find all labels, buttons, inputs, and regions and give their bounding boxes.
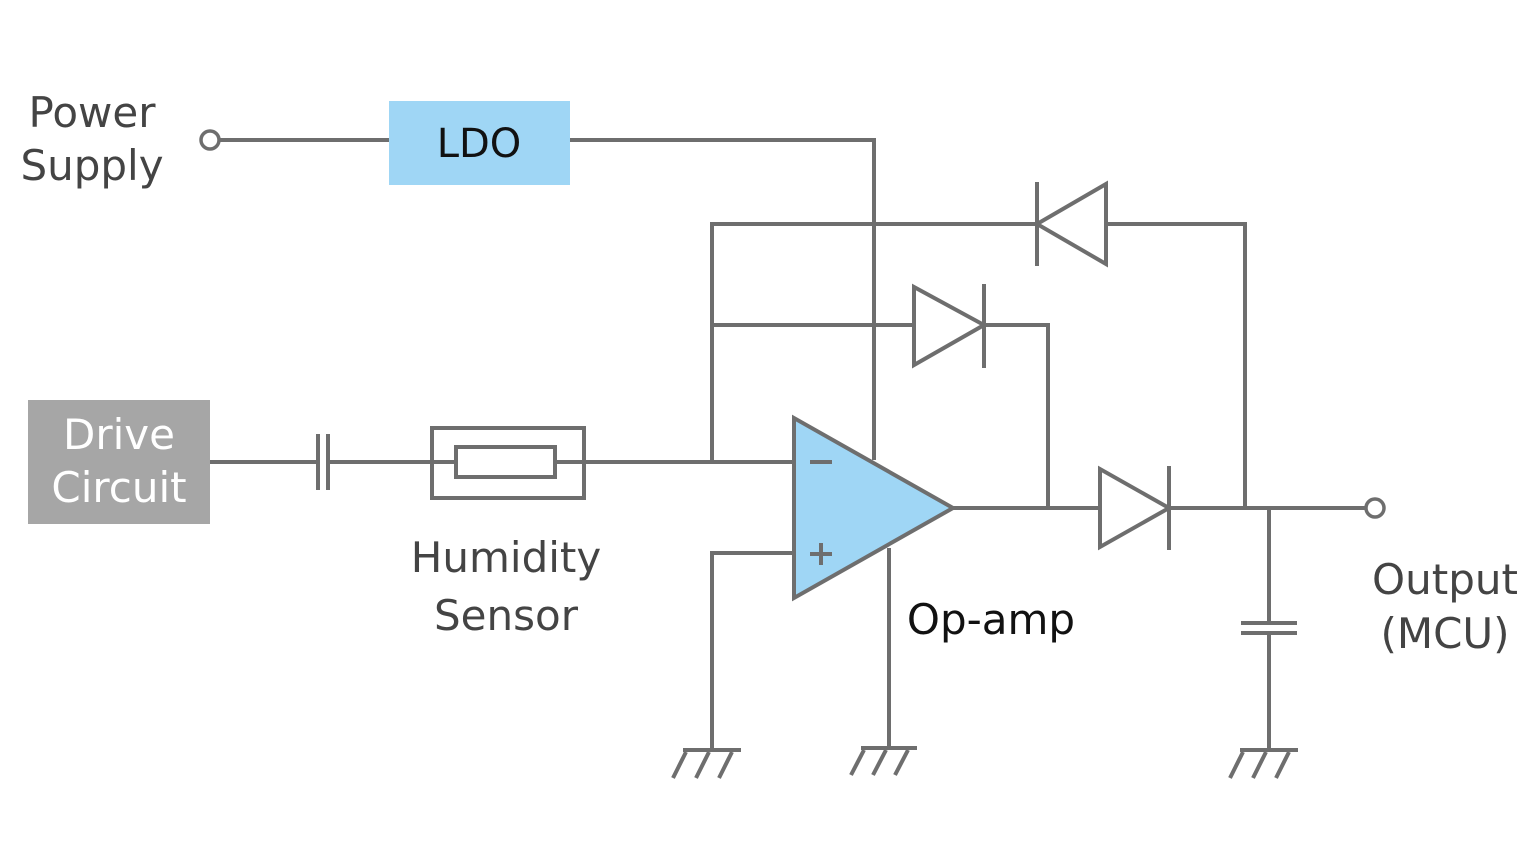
wire-feedback-middle-right (984, 323, 1050, 508)
wire-feedback-top-right (1106, 222, 1247, 508)
diode-middle-feedback (912, 283, 989, 369)
ldo-label: LDO (437, 121, 522, 167)
power-supply-label-line1: Power (29, 88, 157, 137)
ground-icon-3 (1228, 748, 1298, 779)
output-label-line2: (MCU) (1380, 609, 1509, 658)
output-terminal (1364, 497, 1386, 519)
drive-circuit-label-line2: Circuit (51, 463, 186, 512)
drive-circuit-label-line1: Drive (63, 410, 175, 459)
op-amp-symbol (792, 414, 958, 602)
power-supply-label-line2: Supply (20, 141, 163, 190)
op-amp-label: Op-amp (907, 595, 1075, 644)
humidity-sensor-label-line2: Sensor (434, 591, 579, 640)
drive-circuit-block (28, 400, 210, 524)
output-label-line1: Output (1372, 555, 1518, 604)
wire-ldo-to-opamp-supply (570, 138, 876, 460)
humidity-sensor-label-line1: Humidity (411, 533, 601, 582)
humidity-sensor-inner (454, 445, 557, 479)
ground-icon-2 (849, 746, 917, 776)
power-supply-terminal (199, 129, 221, 151)
wire-opamp-plus-to-ground (710, 551, 794, 750)
ground-icon-1 (671, 748, 741, 779)
ldo-block (389, 101, 570, 185)
diode-output (1098, 465, 1174, 551)
diode-top-feedback (1033, 180, 1108, 268)
